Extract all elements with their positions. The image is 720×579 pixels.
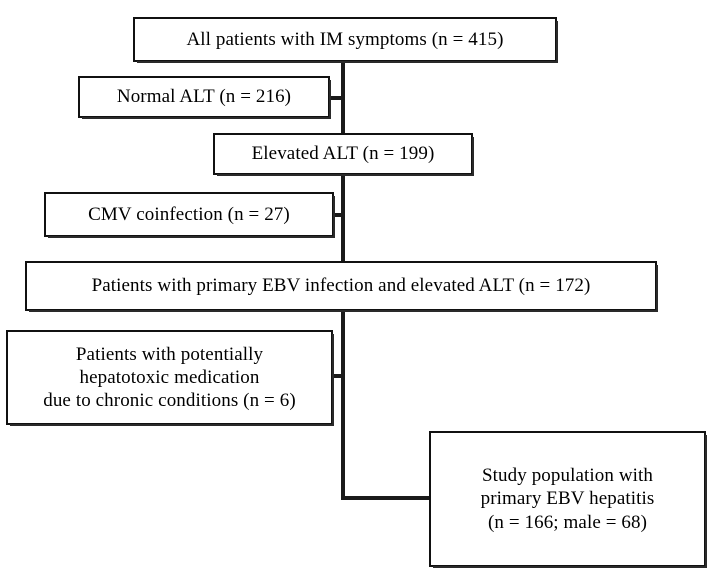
node-primary-ebv[interactable]: Patients with primary EBV infection and …: [25, 261, 658, 312]
node-hepatotoxic-medication[interactable]: Patients with potentially hepatotoxic me…: [6, 330, 334, 426]
connector-stub-hepatotoxic: [333, 374, 345, 378]
node-elevated-alt-label: Elevated ALT (n = 199): [251, 143, 435, 165]
node-normal-alt-label: Normal ALT (n = 216): [116, 86, 292, 108]
node-elevated-alt[interactable]: Elevated ALT (n = 199): [213, 133, 474, 176]
node-hepatotoxic-medication-label: Patients with potentially hepatotoxic me…: [43, 343, 296, 412]
node-cmv-coinfection-label: CMV coinfection (n = 27): [88, 203, 290, 225]
node-study-population-label: Study population with primary EBV hepati…: [480, 465, 655, 533]
node-cmv-coinfection[interactable]: CMV coinfection (n = 27): [44, 192, 335, 238]
connector-stub-normal-alt: [330, 96, 343, 100]
node-all-patients[interactable]: All patients with IM symptoms (n = 415): [133, 17, 558, 63]
connector-stub-cmv: [334, 213, 345, 217]
node-normal-alt[interactable]: Normal ALT (n = 216): [78, 76, 331, 119]
node-study-population[interactable]: Study population with primary EBV hepati…: [429, 431, 707, 568]
node-all-patients-label: All patients with IM symptoms (n = 415): [186, 28, 504, 50]
connector-elbow-study-population: [341, 496, 433, 500]
node-primary-ebv-label: Patients with primary EBV infection and …: [91, 275, 591, 297]
